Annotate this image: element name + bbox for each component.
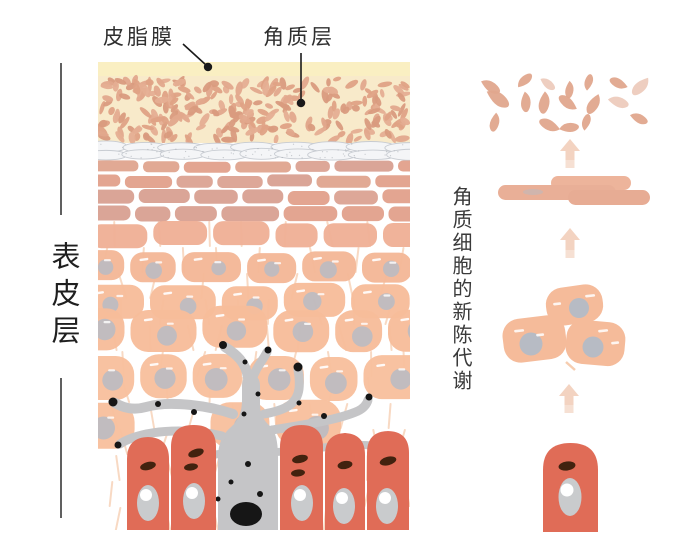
- stratum-lucidum-layer: [98, 140, 410, 161]
- up-arrow-icon: [560, 139, 580, 168]
- spinous-layer: [98, 221, 410, 449]
- label-stratum-corneum: 角质层: [263, 26, 335, 49]
- stratum-corneum-pointer-dot: [296, 98, 306, 108]
- up-arrow-icon: [559, 384, 579, 413]
- metabolism-sequence: [481, 73, 650, 532]
- cell-cluster: [502, 284, 626, 371]
- flattened-cells: [498, 176, 650, 205]
- granular-layer: [98, 160, 410, 222]
- leader-lines: [182, 43, 306, 108]
- sebum-film-band: [98, 62, 410, 78]
- sebum-film-pointer-dot: [203, 62, 213, 72]
- label-sebum-film: 皮脂膜: [103, 26, 175, 49]
- label-keratinocyte-metabolism: 角质细胞的新陈代谢: [449, 186, 471, 393]
- main-panel: [98, 62, 410, 530]
- stratum-corneum-layer: [98, 74, 410, 147]
- basal-cell-single: [543, 443, 598, 532]
- shed-flakes: [481, 73, 649, 133]
- basal-layer: [127, 425, 409, 530]
- label-epidermis: 表皮层: [47, 241, 79, 352]
- up-arrow-icon: [560, 228, 580, 258]
